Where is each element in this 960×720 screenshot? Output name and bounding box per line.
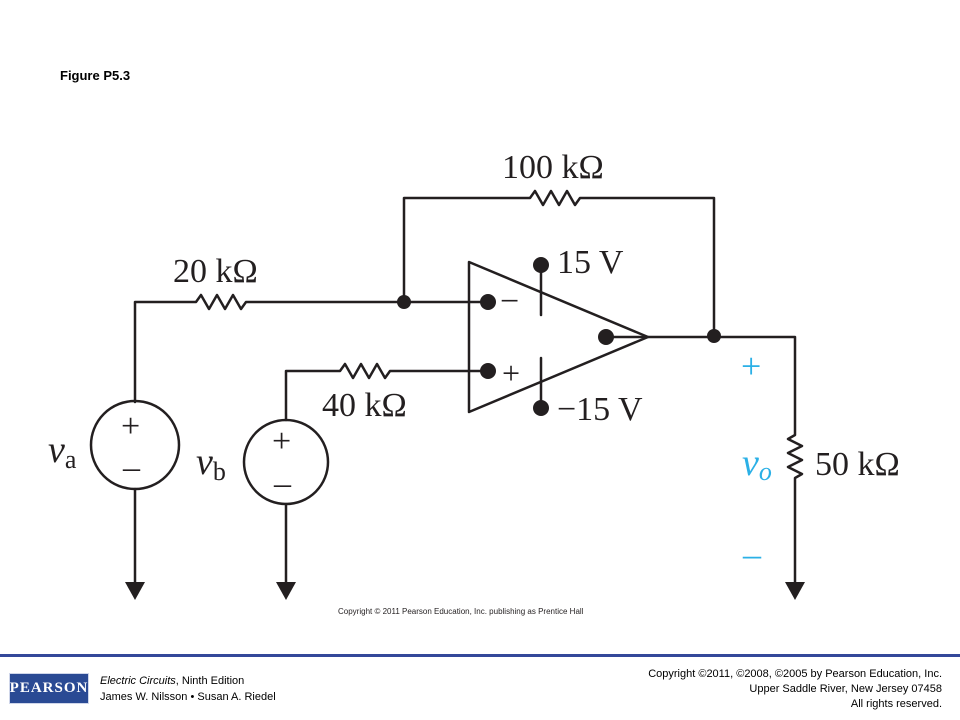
publisher-rights: All rights reserved. [850,698,942,710]
label-supply-negative: −15 V [557,391,643,428]
va-plus-sign: + [121,408,140,445]
label-r-feedback: 100 kΩ [502,149,604,186]
output-wire [604,335,804,584]
book-info: Electric Circuits, Ninth Edition James W… [100,673,276,705]
circuit-diagram: 100 kΩ 20 kΩ 40 kΩ 50 kΩ 15 V −15 V − + … [48,149,900,600]
publisher-address: Upper Saddle River, New Jersey 07458 [749,683,942,695]
opamp-inverting-sign: − [500,283,519,320]
opamp-triangle [467,260,650,414]
label-supply-positive: 15 V [557,244,624,281]
ground-arrow-vb [276,582,296,600]
node-inverting-input [480,294,496,310]
pearson-logo: PEARSON [9,673,89,704]
book-title: Electric Circuits [100,675,176,687]
publisher-info: Copyright ©2011, ©2008, ©2005 by Pearson… [648,667,942,712]
va-minus-sign: – [122,449,141,486]
label-vb: vb [196,441,226,486]
node-opamp-output [598,329,614,345]
label-vo: vo [742,442,772,486]
node-output-junction [707,329,721,343]
input-b-wire [284,362,490,422]
node-positive-supply [533,257,549,273]
output-minus-sign: – [742,534,762,574]
label-va: va [48,429,77,474]
label-r-load: 50 kΩ [815,446,900,483]
label-r-input-b: 40 kΩ [322,387,407,424]
opamp-noninverting-sign: + [502,355,520,391]
ground-arrow-va [125,582,145,600]
node-negative-supply [533,400,549,416]
input-a-wire [133,293,490,404]
inner-copyright: Copyright © 2011 Pearson Education, Inc.… [338,607,584,616]
node-noninverting-input [480,363,496,379]
vb-minus-sign: – [273,465,292,502]
footer-rule [0,654,960,657]
vb-plus-sign: + [272,423,291,460]
figure-title: Figure P5.3 [60,68,131,83]
book-authors: James W. Nilsson • Susan A. Riedel [100,691,276,703]
output-plus-sign: + [741,346,761,386]
book-edition: , Ninth Edition [175,675,245,687]
feedback-wire [402,189,716,338]
publisher-copyright: Copyright ©2011, ©2008, ©2005 by Pearson… [648,668,942,680]
ground-arrow-load [785,582,805,600]
label-r-input-a: 20 kΩ [173,253,258,290]
node-inverting-junction [397,295,411,309]
